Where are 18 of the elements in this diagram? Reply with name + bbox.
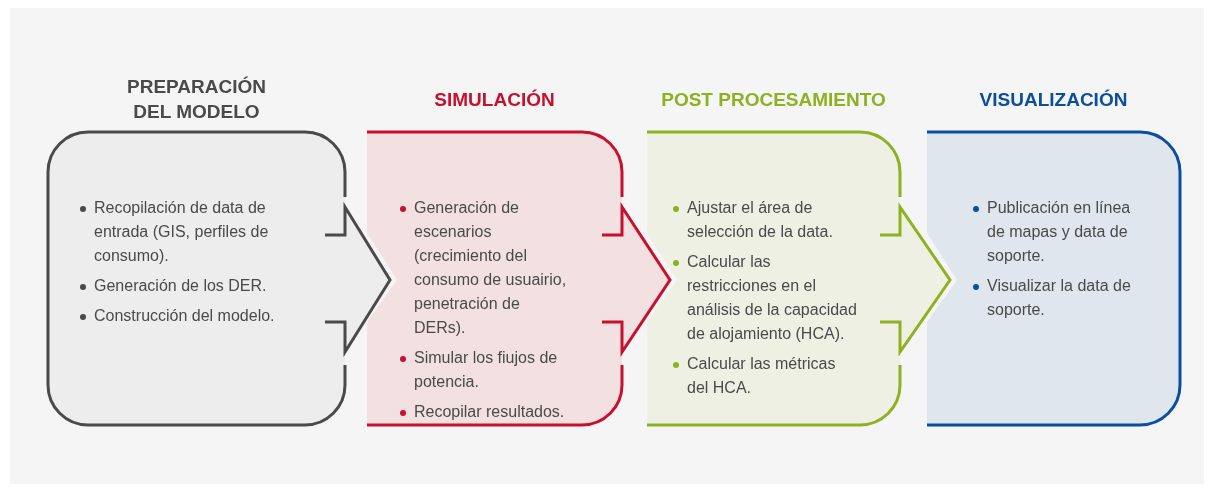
chevron-arrow [600,202,672,357]
bullet-text: Recopilación de data de entrada (GIS, perfiles de consumo). [94,198,270,266]
bullet-text: Generación de escenarios (crecimiento del consumo de usuairio, penetración de DERs). [414,198,568,338]
bullet-text: Publicación en línea de mapas y data de soporte. [987,198,1132,266]
chevron-arrow [323,201,392,358]
stage-heading: POST PROCESAMIENTO [660,87,887,112]
bullet-text: Ajustar el área de selección de la data. [687,198,834,242]
bullet-text: Recopilar resultados. [414,402,566,422]
bullet-text: Calcular las métricas del HCA. [687,354,837,398]
chevron-arrow [878,202,952,357]
bullet-text: Simular los fiujos de potencia. [414,348,559,392]
stage-heading: SIMULACIÓN [433,87,556,112]
stage-heading: PREPARACIÓN DEL MODELO [126,75,267,124]
bullet-text: Construcción del modelo. [94,306,276,326]
bullet-text: Calcular las restricciones en el análisis de la capacidad de alojamiento (HCA). [687,252,858,344]
bullet-text: Visualizar la data de soporte. [987,276,1132,320]
bullet-text: Generación de los DER. [94,276,268,296]
stage-heading: VISUALIZACIÓN [978,87,1129,112]
